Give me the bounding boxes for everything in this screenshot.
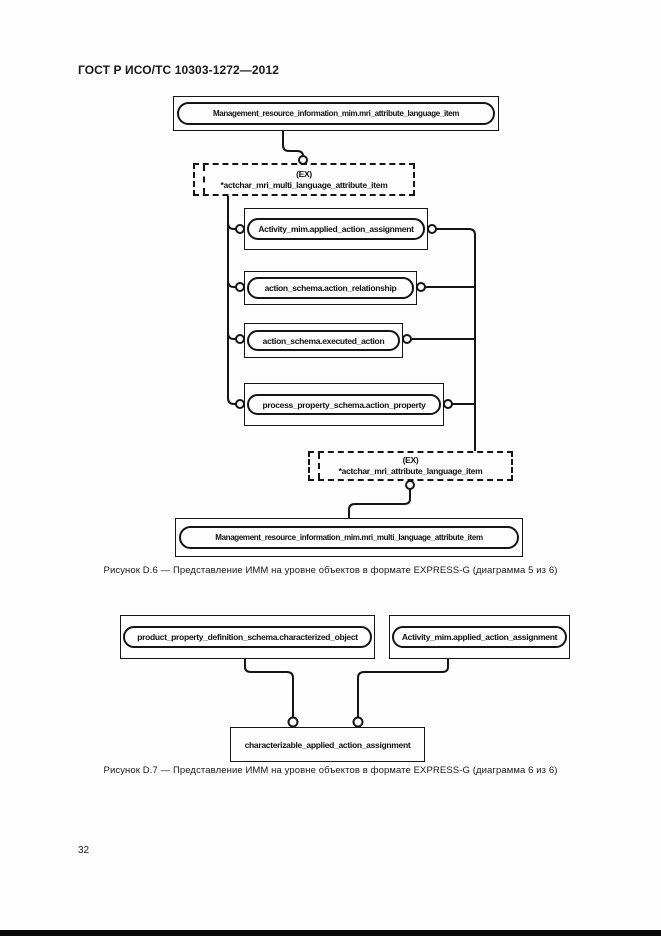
d7-entity-label: product_property_definition_schema.chara… <box>137 632 358 642</box>
scan-edge-artifact <box>0 930 661 936</box>
d6-top-reference-label: Management_resource_information_mim.mri_… <box>212 109 460 118</box>
d7-entity-label: Activity_mim.applied_action_assignment <box>401 632 558 642</box>
d6-entity-executed-action: action_schema.executed_action <box>244 323 403 358</box>
page-number: 32 <box>78 845 90 856</box>
d7-entity-characterizable-assignment: characterizable_applied_action_assignmen… <box>230 727 425 762</box>
select-box-inner-line <box>203 165 205 194</box>
d6-bottom-reference-label: Management_resource_information_mim.mri_… <box>215 533 483 542</box>
d6-top-reference-box: Management_resource_information_mim.mri_… <box>173 96 499 131</box>
d6-select-multi-language-box: (EX) *actchar_mri_multi_language_attribu… <box>193 163 415 196</box>
d6-entity-label: process_property_schema.action_property <box>262 399 426 410</box>
d6-select1-label: *actchar_mri_multi_language_attribute_it… <box>220 179 388 190</box>
figure-d7-caption: Рисунок D.7 — Представление ИММ на уровн… <box>103 765 558 776</box>
d6-entity-oval: Activity_mim.applied_action_assignment <box>247 218 425 240</box>
d6-entity-oval: action_schema.executed_action <box>247 330 400 351</box>
d6-entity-label: action_schema.executed_action <box>262 335 385 346</box>
d6-select2-label: *actchar_mri_attribute_language_item <box>338 466 483 476</box>
d6-select2-tag: (EX) <box>402 455 419 466</box>
d6-bottom-reference-oval: Management_resource_information_mim.mri_… <box>179 526 519 549</box>
d6-bottom-reference-box: Management_resource_information_mim.mri_… <box>175 518 523 557</box>
page-header-title: ГОСТ Р ИСО/ТС 10303-1272—2012 <box>78 63 279 77</box>
d6-entity-applied-action-assignment: Activity_mim.applied_action_assignment <box>244 208 428 250</box>
d7-entity-characterized-object: product_property_definition_schema.chara… <box>120 615 375 659</box>
d6-select-attribute-language-box: (EX) *actchar_mri_attribute_language_ite… <box>308 451 513 481</box>
d6-entity-action-property: process_property_schema.action_property <box>244 383 444 426</box>
d7-entity-applied-action-assignment: Activity_mim.applied_action_assignment <box>389 615 570 659</box>
d6-top-reference-oval: Management_resource_information_mim.mri_… <box>177 102 495 125</box>
select-box-inner-line <box>318 453 320 479</box>
figure-d6-caption: Рисунок D.6 — Представление ИММ на уровн… <box>103 565 558 576</box>
d7-entity-oval: product_property_definition_schema.chara… <box>123 626 372 648</box>
d7-bottom-label: characterizable_applied_action_assignmen… <box>244 739 411 750</box>
d6-entity-oval: process_property_schema.action_property <box>247 394 441 415</box>
d6-entity-label: Activity_mim.applied_action_assignment <box>258 224 414 234</box>
d6-entity-label: action_schema.action_relationship <box>264 283 397 293</box>
d6-entity-action-relationship: action_schema.action_relationship <box>244 271 417 305</box>
d7-entity-oval: Activity_mim.applied_action_assignment <box>392 626 567 648</box>
d6-entity-oval: action_schema.action_relationship <box>247 277 414 299</box>
d6-select1-tag: (EX) <box>296 168 312 179</box>
